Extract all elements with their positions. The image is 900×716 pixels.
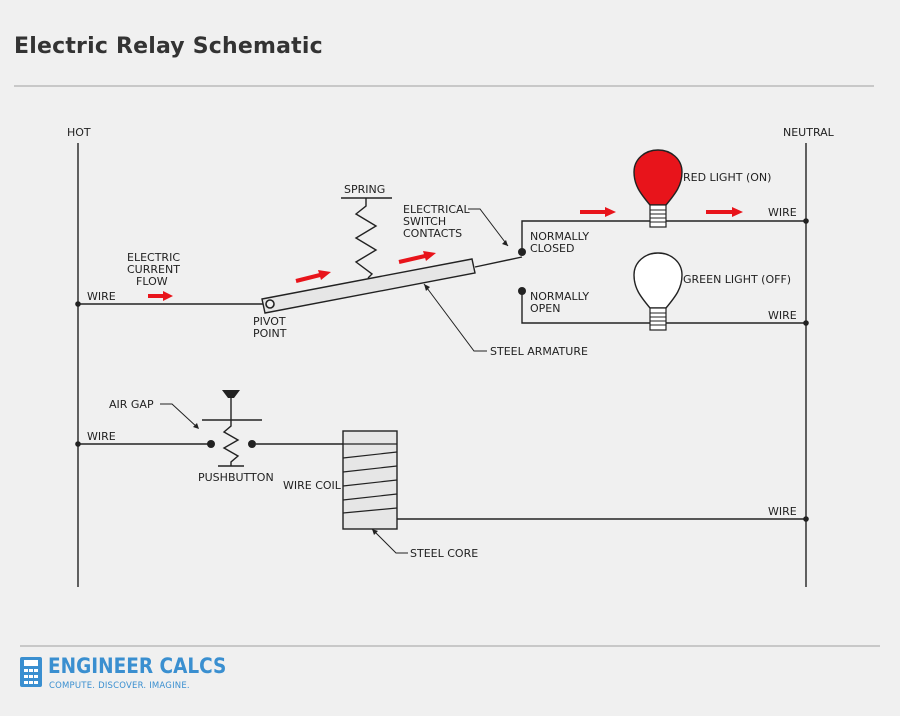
pivot-point-label-line2: POINT [253,327,287,340]
steel-core-leader [371,528,408,554]
current-arrow-red-2 [706,207,743,217]
spring [341,197,392,279]
current-flow-label-line3: FLOW [136,275,168,288]
wire-label-red: WIRE [768,206,797,219]
green-light-label: GREEN LIGHT (OFF) [683,273,791,286]
current-arrow-armature-2 [398,251,436,264]
steel-core-label: STEEL CORE [410,547,478,560]
hot-label: HOT [67,126,91,139]
logo-name: ENGINEER CALCS [48,654,227,678]
steel-armature-label: STEEL ARMATURE [490,345,588,358]
logo-tagline: COMPUTE. DISCOVER. IMAGINE. [49,681,190,691]
switch-contacts-label-line2: SWITCH [403,215,446,228]
hot-junction-bottom [75,441,81,447]
wire-label-green: WIRE [768,309,797,322]
pivot-point-label-line1: PIVOT [253,315,286,328]
normally-open-label-line1: NORMALLY [530,290,589,303]
pushbutton-contact-left [207,440,215,448]
hot-junction-top [75,301,81,307]
current-arrow-armature-1 [295,270,331,283]
switch-contacts-label-line3: CONTACTS [403,227,462,240]
red-light-branch-wire [521,220,806,252]
current-flow-label-line1: ELECTRIC [127,251,180,264]
current-arrow-red-1 [580,207,616,217]
wire-label-armature: WIRE [87,290,116,303]
wire-label-pushbutton: WIRE [87,430,116,443]
spring-label: SPRING [344,183,385,196]
footer-divider [20,645,880,647]
steel-armature [261,256,523,314]
red-light-bulb [633,149,683,228]
green-light-branch-wire [521,291,806,324]
pivot-point-dot [265,299,275,309]
green-light-bulb [633,252,683,331]
air-gap-leader [160,403,199,429]
air-gap-label: AIR GAP [109,398,154,411]
red-light-label: RED LIGHT (ON) [683,171,771,184]
current-flow-label-line2: CURRENT [127,263,180,276]
page-title: Electric Relay Schematic [14,34,323,59]
normally-closed-label-line2: CLOSED [530,242,574,255]
pushbutton [202,390,262,467]
switch-contacts-label-line1: ELECTRICAL [403,203,471,216]
wire-label-coil: WIRE [768,505,797,518]
neutral-junction-green [803,320,809,326]
current-arrow-wire [148,291,173,301]
calculator-icon [20,657,42,687]
wire-coil [342,430,398,530]
normally-closed-label-line1: NORMALLY [530,230,589,243]
neutral-junction-coil [803,516,809,522]
pushbutton-contact-right [248,440,256,448]
pushbutton-label: PUSHBUTTON [198,471,274,484]
normally-open-label-line2: OPEN [530,302,560,315]
wire-coil-label: WIRE COIL [283,479,342,492]
header-divider [14,85,874,87]
switch-contacts-leader [468,208,509,247]
steel-armature-leader [423,283,487,352]
neutral-junction-red [803,218,809,224]
neutral-label: NEUTRAL [783,126,835,139]
engineer-calcs-logo: ENGINEER CALCS COMPUTE. DISCOVER. IMAGIN… [20,654,320,691]
